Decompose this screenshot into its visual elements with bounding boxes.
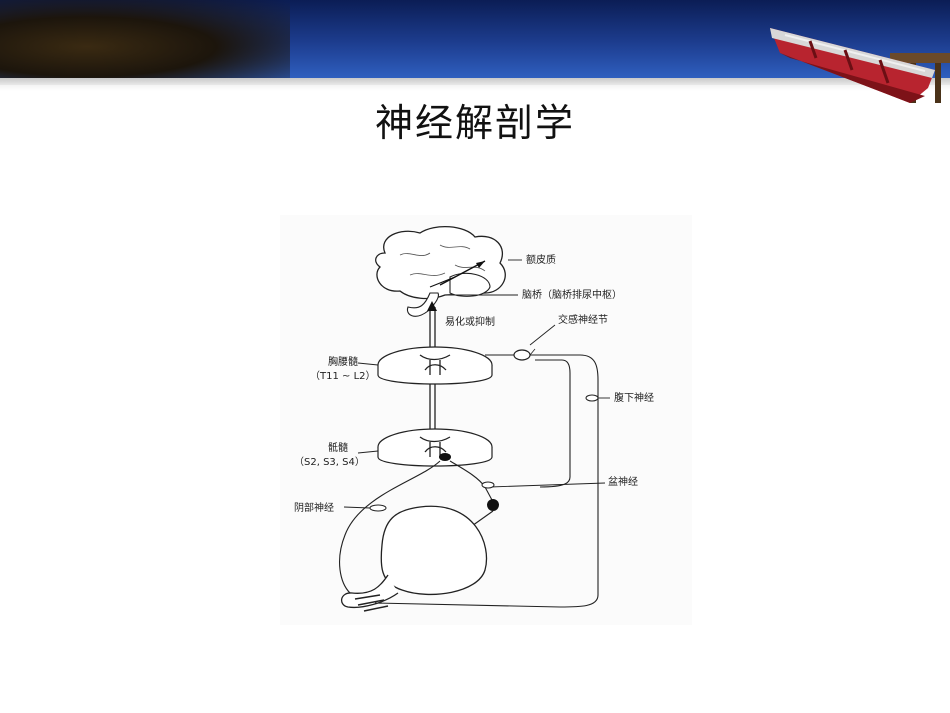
hypogastric-nerve-marker <box>585 394 599 402</box>
bladder-shape <box>380 505 488 596</box>
header-divider <box>0 78 950 85</box>
label-thoracolumbar: 胸腰髓 <box>328 355 358 368</box>
label-hypogastric: 腹下神经 <box>614 391 654 404</box>
label-sacral-range: （S2, S3, S4） <box>294 456 365 468</box>
label-pelvic: 盆神经 <box>608 475 638 488</box>
sympathetic-ganglion <box>513 349 531 361</box>
sacral-nucleus <box>439 453 451 461</box>
label-thoracolumbar-range: （T11 ~ L2） <box>310 370 376 382</box>
header-divider-light <box>0 85 950 91</box>
neuroanatomy-diagram: 额皮质 脑桥（脑桥排尿中枢） 易化或抑制 胸腰髓 （T11 ~ L2） 交感神经… <box>280 215 692 625</box>
label-facilitate: 易化或抑制 <box>445 315 495 328</box>
label-cortex: 额皮质 <box>526 253 556 266</box>
label-sacral: 骶髓 <box>328 441 348 454</box>
label-sympathetic-ganglion: 交感神经节 <box>558 313 608 326</box>
label-pons: 脑桥（脑桥排尿中枢） <box>522 288 622 301</box>
pelvic-ganglion <box>487 499 499 511</box>
pelvic-nerve-marker <box>481 481 495 489</box>
slide-title: 神经解剖学 <box>374 101 575 145</box>
header-banner-shadow <box>0 0 290 78</box>
brainstem-shape <box>406 292 440 317</box>
pudendal-nerve-marker <box>369 504 387 512</box>
label-pudendal: 阴部神经 <box>294 501 334 514</box>
boat-illustration <box>770 28 950 103</box>
